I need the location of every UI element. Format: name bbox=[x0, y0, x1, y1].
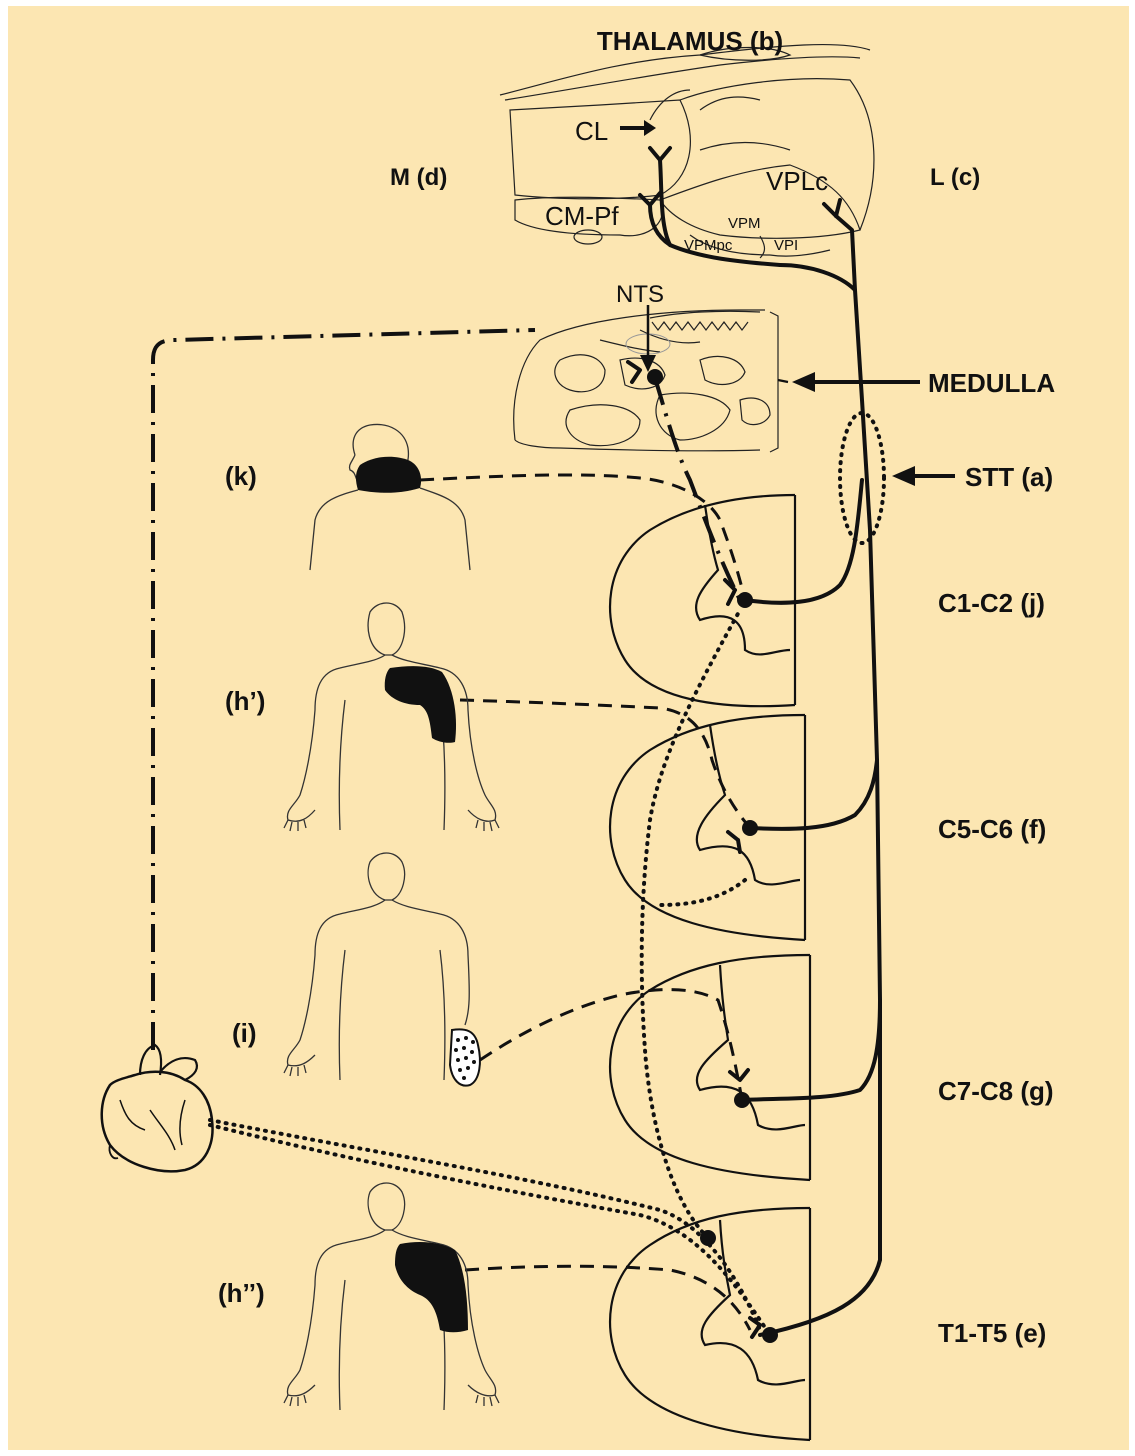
label-cmpf: CM-Pf bbox=[545, 201, 619, 231]
label-nts: NTS bbox=[616, 281, 664, 308]
label-h1: (h’) bbox=[225, 686, 265, 716]
label-k: (k) bbox=[225, 461, 257, 491]
label-medulla: MEDULLA bbox=[928, 368, 1055, 398]
label-cl: CL bbox=[575, 116, 608, 146]
label-h2: (h’’) bbox=[218, 1278, 265, 1308]
label-vplc: VPLc bbox=[766, 166, 828, 196]
label-stt: STT (a) bbox=[965, 462, 1053, 492]
label-c7c8: C7-C8 (g) bbox=[938, 1076, 1054, 1106]
label-vpm: VPM bbox=[728, 215, 761, 232]
label-c5c6: C5-C6 (f) bbox=[938, 814, 1046, 844]
label-c1c2: C1-C2 (j) bbox=[938, 588, 1045, 618]
label-lateral: L (c) bbox=[930, 164, 980, 191]
label-vpi: VPI bbox=[774, 237, 798, 254]
label-t1t5: T1-T5 (e) bbox=[938, 1318, 1046, 1348]
label-i: (i) bbox=[232, 1018, 257, 1048]
label-vpmpc: VPMpc bbox=[684, 237, 733, 254]
label-thalamus: THALAMUS (b) bbox=[597, 26, 783, 56]
label-medial: M (d) bbox=[390, 164, 447, 191]
